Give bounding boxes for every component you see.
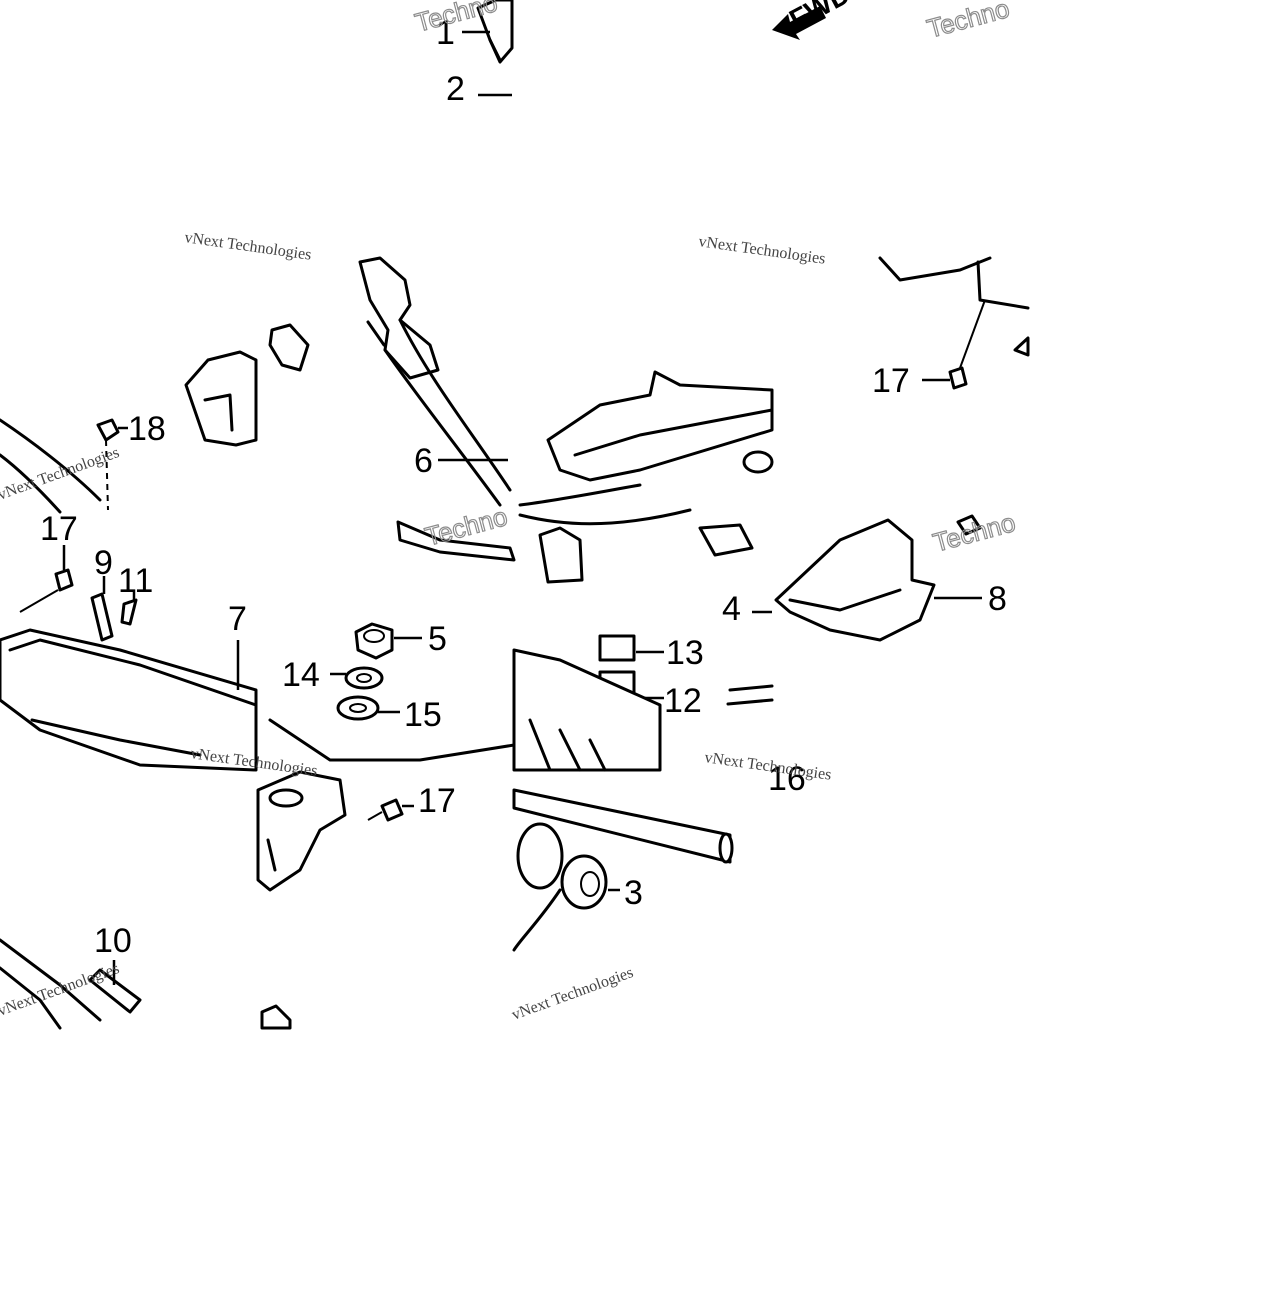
callout-8: 8 bbox=[988, 580, 1007, 618]
callout-18: 18 bbox=[128, 410, 166, 448]
cover-tab bbox=[1013, 336, 1030, 357]
screw-upper-right bbox=[956, 514, 982, 536]
washer-14 bbox=[344, 666, 384, 690]
bracket-lower bbox=[396, 520, 516, 562]
screw-17b bbox=[54, 568, 74, 592]
callout-16: 16 bbox=[768, 760, 806, 798]
tile-r0: FWD bbox=[462, 0, 855, 97]
meter-body-ribs bbox=[528, 718, 607, 772]
bracket-arm-screw bbox=[366, 320, 386, 347]
watermark-vnext-2: vNext Technologies bbox=[697, 233, 826, 268]
screw-17a bbox=[948, 366, 968, 390]
cover-8-lip bbox=[788, 588, 902, 612]
callout-9: 9 bbox=[94, 544, 113, 582]
watermark-vnext-7: vNext Technologies bbox=[510, 964, 636, 1024]
clamp-part bbox=[268, 323, 310, 372]
watermark-vnext-3: vNext Technologies bbox=[0, 444, 122, 504]
callout-17-left: 17 bbox=[40, 510, 78, 548]
meter-grommet bbox=[742, 450, 774, 474]
callout-10: 10 bbox=[94, 922, 132, 960]
meter-housing-edge bbox=[573, 408, 774, 457]
bolt-18-axis bbox=[105, 439, 109, 511]
plate-11 bbox=[120, 598, 138, 626]
callout-1: 1 bbox=[436, 14, 455, 52]
screw-17c bbox=[380, 798, 404, 822]
watermark-techno-2: Techno bbox=[924, 0, 1013, 44]
cover-edge-top bbox=[878, 256, 992, 282]
handlebar-end bbox=[718, 832, 734, 864]
washer-14-bore bbox=[356, 673, 372, 683]
callout-7: 7 bbox=[228, 600, 247, 638]
nut-5-bore bbox=[363, 629, 385, 643]
hook-bracket bbox=[698, 523, 754, 557]
fwd-label: FWD bbox=[784, 0, 855, 35]
callout-6: 6 bbox=[414, 442, 433, 480]
arrow-icon bbox=[772, 6, 826, 40]
tray-edge bbox=[0, 938, 102, 1022]
callout-11: 11 bbox=[118, 562, 153, 600]
wire-3 bbox=[512, 888, 562, 952]
clamp-post bbox=[538, 526, 584, 584]
arm-lower-curve bbox=[518, 508, 692, 526]
screw-17a-axis bbox=[959, 299, 986, 369]
bracket-arm-6-inner bbox=[383, 348, 502, 507]
callout-2: 2 bbox=[446, 70, 465, 108]
frame-continuation bbox=[268, 718, 516, 762]
nut-bottom bbox=[260, 1004, 292, 1030]
watermark-techno-4: Techno bbox=[930, 507, 1019, 558]
switch-housing-left bbox=[184, 350, 258, 447]
bracket-arm-top bbox=[358, 256, 440, 380]
washer-15-bore bbox=[349, 703, 367, 713]
callout-12: 12 bbox=[664, 682, 702, 720]
plate-9 bbox=[90, 592, 114, 642]
handlebar-left bbox=[0, 418, 102, 502]
clamp-ring bbox=[516, 822, 564, 890]
tray-inner bbox=[0, 966, 62, 1030]
washer-15 bbox=[336, 695, 380, 721]
meter-housing bbox=[546, 370, 774, 482]
meter-lower-line bbox=[518, 483, 642, 507]
callout-13: 13 bbox=[666, 634, 704, 672]
watermarks: Techno Techno Techno Techno vNext Techno… bbox=[0, 0, 1019, 1024]
meter-body bbox=[512, 648, 662, 772]
mount-bracket-hole bbox=[268, 788, 304, 808]
callout-labels: 1 2 3 4 5 6 7 8 9 10 11 12 13 14 15 16 1… bbox=[40, 14, 1007, 960]
screw-17b-axis bbox=[19, 589, 59, 613]
watermark-vnext-1: vNext Technologies bbox=[183, 229, 312, 264]
bracket-arm-6-main bbox=[398, 318, 512, 492]
switch-housing-detail bbox=[203, 393, 234, 432]
screw-17c-axis bbox=[367, 811, 383, 821]
callout-3: 3 bbox=[624, 874, 643, 912]
console-frame-inner bbox=[8, 638, 258, 707]
part-1-detail bbox=[488, 38, 502, 62]
callout-17-right: 17 bbox=[872, 362, 910, 400]
mount-bracket bbox=[256, 770, 347, 892]
tile-r2 bbox=[0, 508, 982, 772]
callout-17-center: 17 bbox=[418, 782, 456, 820]
cable-stub bbox=[726, 684, 774, 706]
tile-r1 bbox=[0, 256, 1030, 514]
fwd-arrow: FWD bbox=[772, 0, 855, 40]
grommet-3-bore bbox=[580, 871, 600, 897]
cover-edge-right bbox=[976, 260, 1030, 310]
callout-4: 4 bbox=[722, 590, 741, 628]
console-frame-lower bbox=[30, 718, 202, 757]
console-frame-7 bbox=[0, 628, 258, 772]
callout-14: 14 bbox=[282, 656, 320, 694]
label-10 bbox=[88, 968, 142, 1014]
callout-15: 15 bbox=[404, 696, 442, 734]
bolt-18 bbox=[96, 418, 120, 442]
mount-bracket-tab bbox=[266, 838, 277, 872]
handlebar-tube bbox=[512, 788, 732, 864]
handlebar-left-lower bbox=[0, 453, 62, 514]
label-13 bbox=[598, 634, 636, 662]
callout-5: 5 bbox=[428, 620, 447, 658]
cover-8 bbox=[774, 518, 936, 642]
tile-r3 bbox=[0, 770, 734, 1030]
